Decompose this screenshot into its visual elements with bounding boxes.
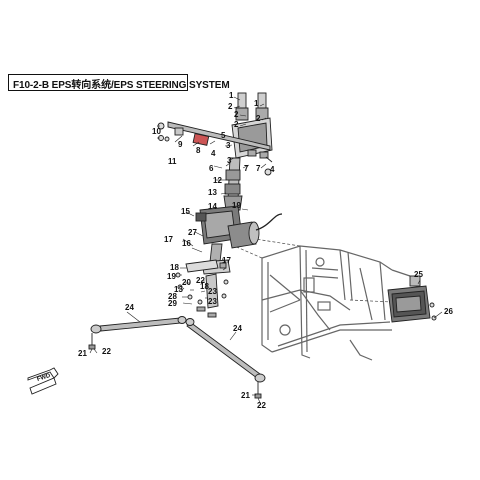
callout-7: 7 — [244, 164, 249, 173]
callout-21: 21 — [241, 391, 250, 400]
callout-26: 26 — [444, 307, 453, 316]
callout-8: 8 — [196, 146, 201, 155]
eps-controller — [387, 275, 437, 323]
callout-17: 17 — [164, 235, 173, 244]
forward-arrow — [27, 367, 59, 395]
callout-25: 25 — [414, 270, 423, 279]
callout-leader-lines — [89, 96, 443, 406]
diagram-title: F10-2-B EPS转向系统/EPS STEERING SYSTEM — [13, 80, 230, 91]
callout-15: 15 — [181, 207, 190, 216]
callout-24: 24 — [233, 324, 242, 333]
eps-unit — [175, 205, 283, 318]
callout-3: 3 — [226, 141, 231, 150]
callout-4: 4 — [270, 165, 275, 174]
diagram-title-box: F10-2-B EPS转向系统/EPS STEERING SYSTEM — [8, 74, 230, 91]
callout-29: 29 — [168, 299, 177, 308]
tie-rods — [88, 316, 266, 399]
callout-1: 1 — [254, 99, 259, 108]
vehicle-frame — [261, 245, 414, 361]
callout-2: 2 — [228, 102, 233, 111]
callout-2: 2 — [234, 110, 239, 119]
callout-2: 2 — [234, 120, 239, 129]
callout-27: 27 — [188, 228, 197, 237]
callout-22: 22 — [257, 401, 266, 410]
callout-24: 24 — [125, 303, 134, 312]
callout-13: 13 — [174, 285, 183, 294]
handlebar-assembly — [157, 92, 273, 211]
callout-3: 3 — [227, 156, 232, 165]
callout-23: 23 — [208, 287, 217, 296]
callout-11: 11 — [168, 157, 177, 166]
callout-23: 23 — [208, 297, 217, 306]
callout-10: 10 — [152, 127, 161, 136]
callout-14: 14 — [208, 202, 217, 211]
callout-12: 12 — [213, 176, 222, 185]
callout-28: 28 — [168, 292, 177, 301]
callout-6: 6 — [209, 164, 214, 173]
callout-13: 13 — [208, 188, 217, 197]
callout-17: 17 — [222, 256, 231, 265]
callout-9: 9 — [178, 140, 183, 149]
callout-21: 21 — [78, 349, 87, 358]
callout-22: 22 — [196, 276, 205, 285]
callout-7: 7 — [256, 164, 261, 173]
callout-1: 1 — [229, 91, 234, 100]
callout-16: 16 — [182, 239, 191, 248]
callout-22: 22 — [102, 347, 111, 356]
callout-19: 19 — [167, 272, 176, 281]
callout-18: 18 — [200, 282, 209, 291]
callout-18: 18 — [170, 263, 179, 272]
callout-20: 20 — [182, 278, 191, 287]
callout-2: 2 — [256, 114, 261, 123]
callout-5: 5 — [221, 131, 226, 140]
callout-19: 19 — [232, 201, 241, 210]
callout-4: 4 — [211, 149, 216, 158]
